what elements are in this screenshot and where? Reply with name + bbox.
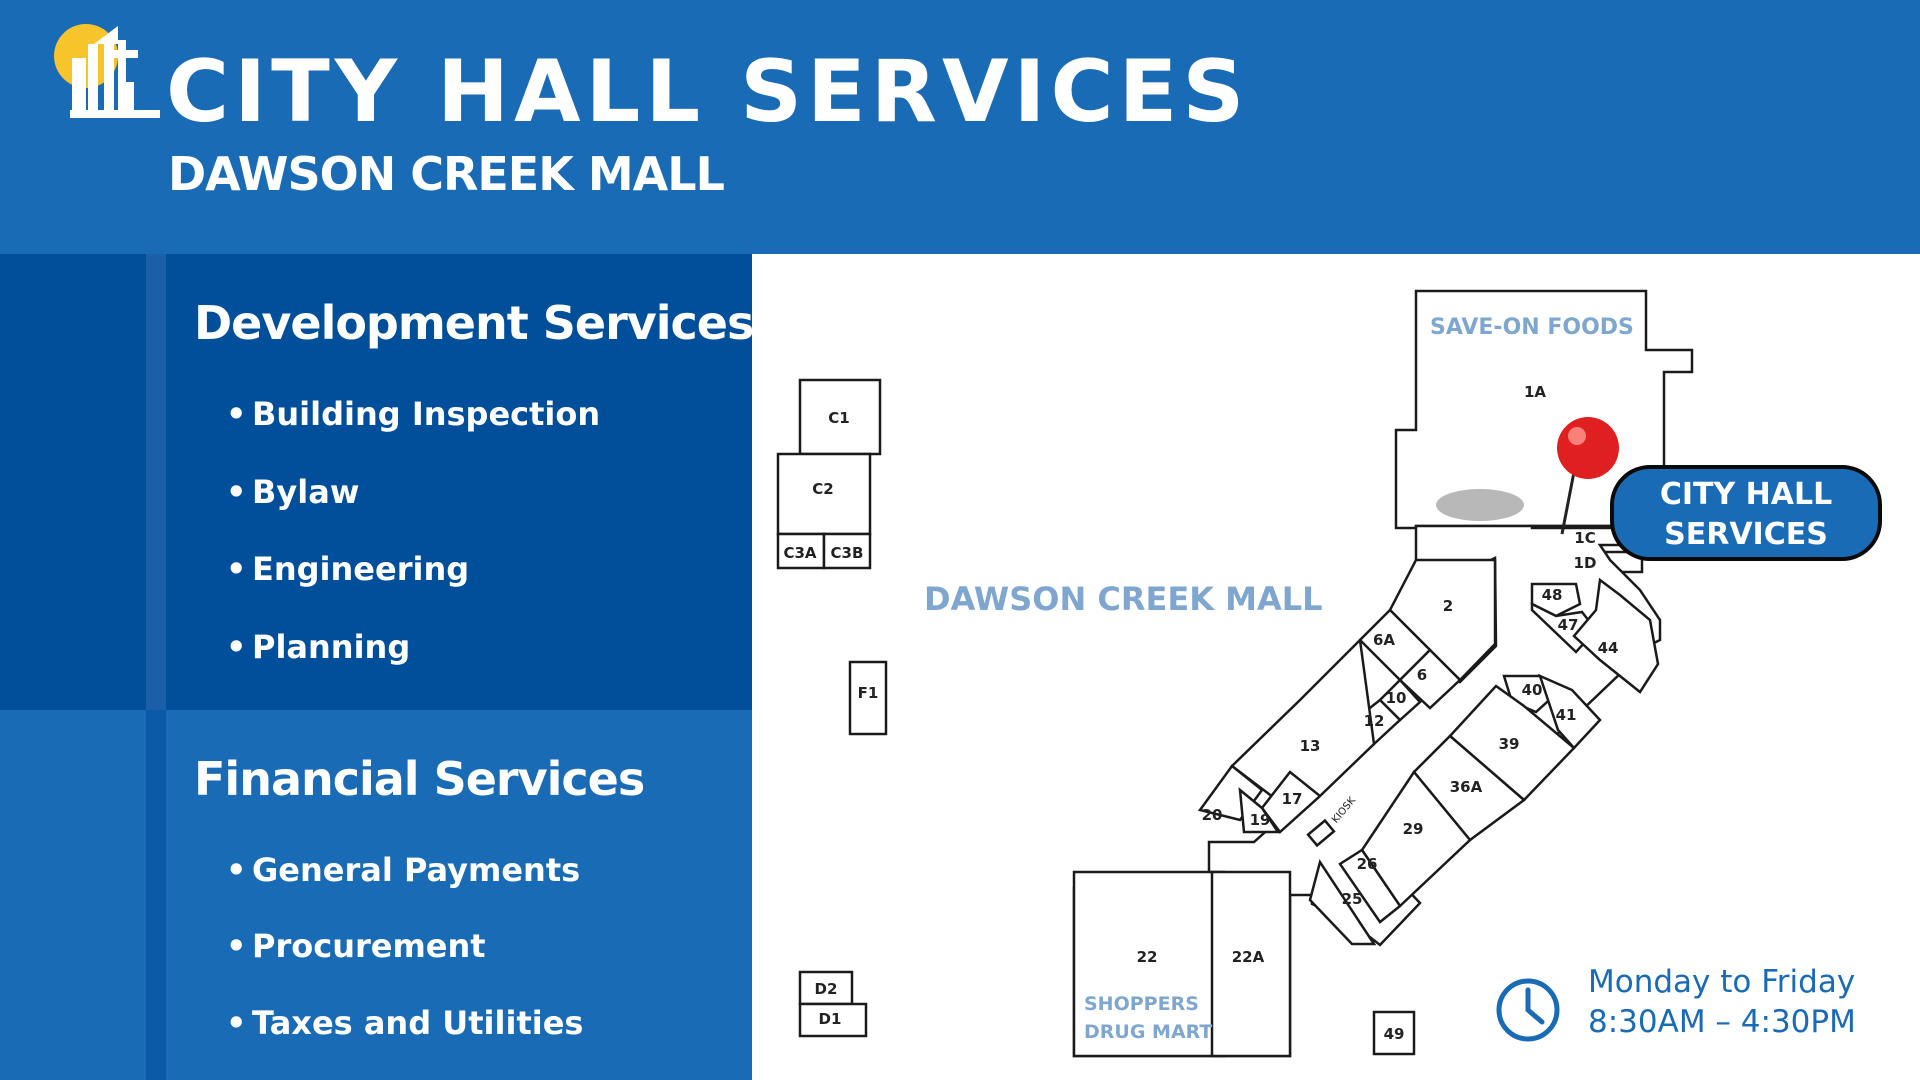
- unit-25: [1308, 858, 1377, 946]
- unit-19: [1238, 787, 1281, 834]
- svg-text:1D: 1D: [1574, 554, 1597, 572]
- header: CITY HALL SERVICES DAWSON CREEK MALL: [0, 0, 1920, 254]
- svg-text:17: 17: [1282, 790, 1303, 808]
- svg-text:40: 40: [1522, 681, 1543, 699]
- development-services-heading: Development Services: [194, 296, 754, 350]
- service-item-taxes-utilities: •Taxes and Utilities: [226, 1004, 584, 1042]
- svg-text:D1: D1: [819, 1010, 842, 1028]
- svg-text:22: 22: [1137, 948, 1158, 966]
- svg-text:49: 49: [1384, 1025, 1405, 1043]
- svg-text:C3B: C3B: [831, 544, 864, 562]
- unit-39: [1448, 684, 1576, 802]
- svg-text:26: 26: [1357, 855, 1378, 873]
- svg-text:C3A: C3A: [783, 544, 816, 562]
- kiosk-box: [1306, 818, 1336, 848]
- svg-text:48: 48: [1542, 586, 1563, 604]
- svg-text:36A: 36A: [1450, 778, 1483, 796]
- city-hall-sun-logo-icon: [54, 24, 160, 118]
- unit-d2: [798, 970, 854, 1006]
- unit-49: [1372, 1010, 1416, 1056]
- svg-text:C2: C2: [812, 480, 833, 498]
- svg-text:20: 20: [1202, 806, 1223, 824]
- service-item-general-payments: •General Payments: [226, 851, 581, 889]
- svg-text:39: 39: [1499, 735, 1520, 753]
- svg-text:12: 12: [1364, 712, 1385, 730]
- unit-c1: [798, 378, 882, 456]
- svg-text:41: 41: [1556, 706, 1577, 724]
- financial-services-panel: Financial Services •General Payments •Pr…: [0, 710, 752, 1080]
- shoppers-label-line1: SHOPPERS: [1084, 993, 1199, 1015]
- service-item-engineering: •Engineering: [226, 550, 470, 588]
- service-item-bylaw: •Bylaw: [226, 473, 360, 511]
- svg-text:44: 44: [1598, 639, 1619, 657]
- svg-text:10: 10: [1386, 689, 1407, 707]
- callout-line1: CITY HALL: [1659, 477, 1833, 512]
- unit-c2: [776, 452, 872, 536]
- office-hours: Monday to Friday 8:30AM – 4:30PM: [1588, 962, 1856, 1042]
- svg-text:D2: D2: [815, 980, 838, 998]
- service-item-planning: •Planning: [226, 628, 411, 666]
- svg-text:2: 2: [1443, 597, 1453, 615]
- map-pin-icon: [1557, 417, 1619, 535]
- unit-6: [1398, 648, 1462, 710]
- mall-map: C1 C2 C3A C3B F1 D2 D1 49 1A 1C 1D 2 6A …: [752, 254, 1920, 1080]
- pin-shadow: [1436, 489, 1524, 521]
- svg-text:47: 47: [1558, 616, 1579, 634]
- callout-line2: SERVICES: [1664, 517, 1828, 552]
- svg-text:13: 13: [1300, 737, 1321, 755]
- service-item-building-inspection: •Building Inspection: [226, 395, 601, 433]
- hours-days: Monday to Friday: [1588, 964, 1856, 1000]
- svg-text:F1: F1: [858, 684, 879, 702]
- svg-text:29: 29: [1403, 820, 1424, 838]
- page-subtitle: DAWSON CREEK MALL: [168, 147, 725, 201]
- unit-d1: [798, 1002, 868, 1038]
- save-on-foods-label: SAVE-ON FOODS: [1430, 315, 1634, 340]
- svg-text:19: 19: [1250, 811, 1271, 829]
- panel-stripe: [146, 254, 166, 710]
- city-hall-callout: CITY HALL SERVICES: [1610, 465, 1882, 561]
- hours-time: 8:30AM – 4:30PM: [1588, 1004, 1856, 1040]
- unit-f1: [848, 660, 888, 736]
- unit-22a: [1210, 870, 1292, 1058]
- development-services-panel: Development Services •Building Inspectio…: [0, 254, 754, 710]
- unit-17: [1260, 770, 1322, 834]
- clock-icon: [1496, 978, 1560, 1042]
- mall-name-label: DAWSON CREEK MALL: [924, 580, 1323, 618]
- svg-text:1A: 1A: [1524, 383, 1546, 401]
- svg-text:6A: 6A: [1373, 631, 1395, 649]
- financial-services-heading: Financial Services: [194, 752, 645, 806]
- svg-text:6: 6: [1417, 666, 1427, 684]
- unit-22: [1072, 870, 1226, 1058]
- page-title: CITY HALL SERVICES: [166, 42, 1250, 142]
- shoppers-label-line2: DRUG MART: [1084, 1021, 1212, 1043]
- mall-floor-plan: C1 C2 C3A C3B F1 D2 D1 49 1A 1C 1D 2 6A …: [776, 289, 1694, 1058]
- unit-c3a: [776, 532, 826, 570]
- svg-text:25: 25: [1342, 890, 1363, 908]
- unit-c3b: [822, 532, 872, 570]
- unit-44: [1572, 577, 1660, 694]
- svg-text:1C: 1C: [1574, 529, 1595, 547]
- unit-48: [1530, 582, 1582, 618]
- panel-stripe: [146, 710, 166, 1080]
- unit-41: [1537, 673, 1602, 750]
- svg-text:C1: C1: [828, 409, 849, 427]
- svg-text:22A: 22A: [1232, 948, 1265, 966]
- service-item-procurement: •Procurement: [226, 927, 486, 965]
- unit-26: [1338, 848, 1402, 924]
